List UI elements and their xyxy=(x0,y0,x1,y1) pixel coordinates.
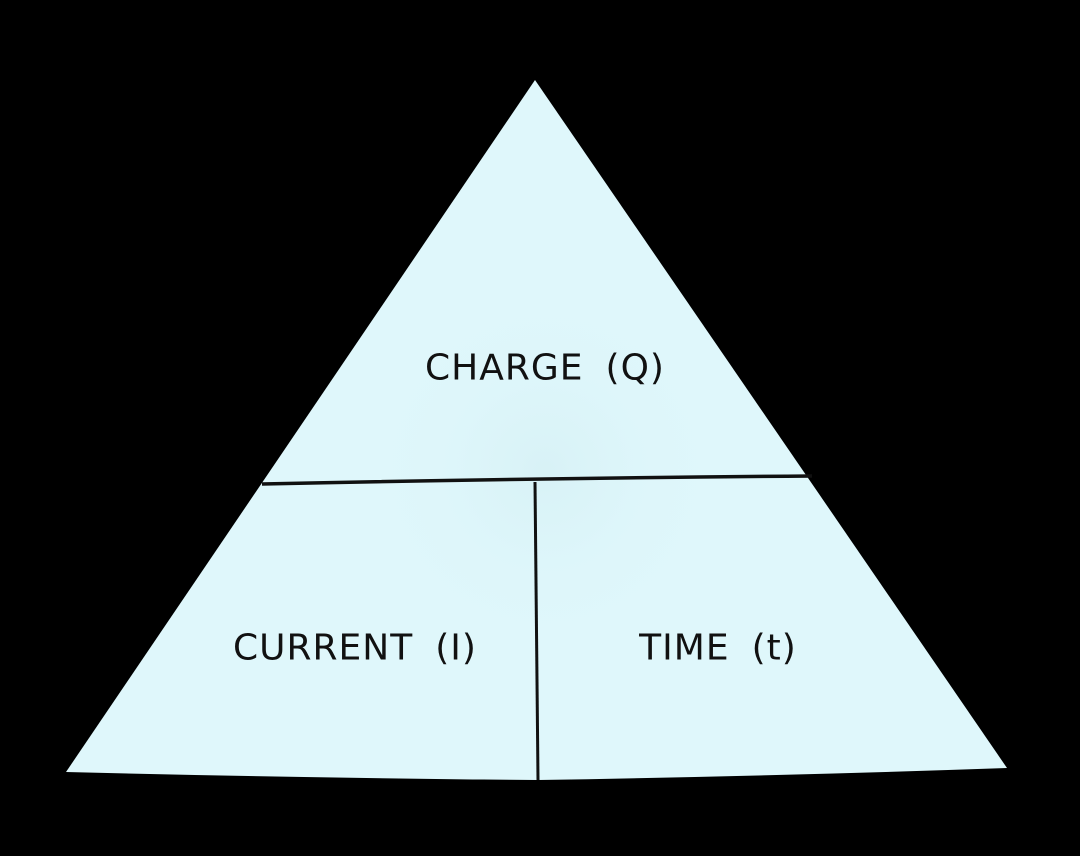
time-symbol: (t) xyxy=(751,627,797,669)
watermark-logo xyxy=(355,280,735,660)
vertical-divider xyxy=(533,481,540,781)
label-current: CURRENT (I) xyxy=(233,628,477,669)
current-symbol: (I) xyxy=(435,627,477,669)
charge-symbol: (Q) xyxy=(605,347,665,389)
charge-quantity: CHARGE xyxy=(425,347,584,389)
label-time: TIME (t) xyxy=(639,628,797,669)
horizontal-divider xyxy=(261,474,813,486)
time-quantity: TIME xyxy=(639,627,730,669)
label-charge: CHARGE (Q) xyxy=(425,348,665,389)
current-quantity: CURRENT xyxy=(233,627,414,669)
